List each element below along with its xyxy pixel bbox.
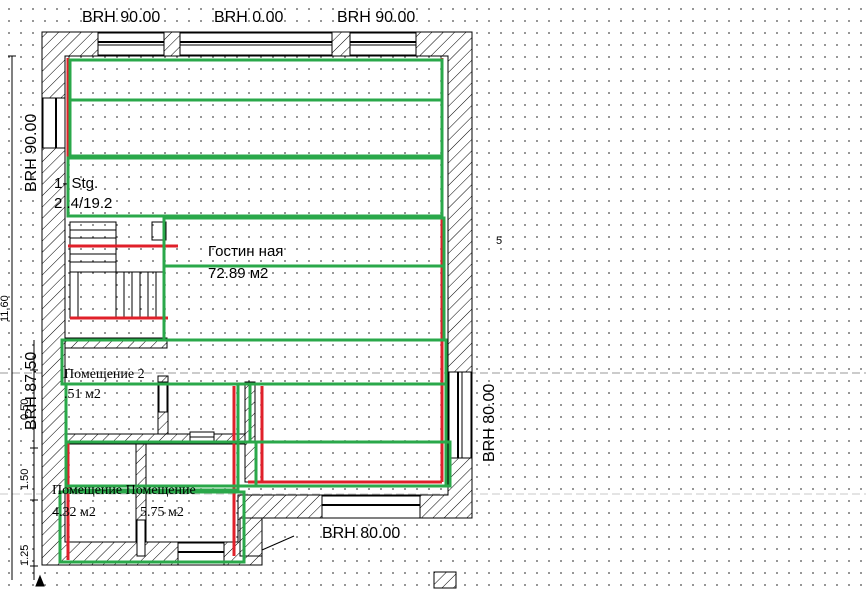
dim-a: 0.50 — [19, 399, 31, 420]
window-top-left[interactable] — [97, 32, 165, 56]
entrance-porch[interactable] — [239, 517, 295, 557]
window-top-right[interactable] — [349, 32, 417, 56]
room-2-area: .51 м2 — [64, 387, 101, 402]
window-bottom-small[interactable] — [177, 542, 225, 566]
room-stair-area: 2 .4/19.2 — [54, 195, 112, 212]
label-brh-left: BRH 90.00 — [23, 114, 40, 192]
window-right[interactable] — [448, 371, 472, 459]
legend-hatch-sample — [433, 571, 457, 589]
label-brh-top-left: BRH 90.00 — [82, 9, 160, 26]
edge-mark: 5 — [496, 235, 502, 247]
door-top-middle[interactable] — [179, 32, 333, 56]
room-stair-name: 1- Stg. — [54, 175, 98, 192]
dim-b: 1.50 — [19, 469, 31, 490]
label-brh-left-lower: BRH 87.50 — [23, 352, 40, 430]
dim-c: 1.25 — [19, 545, 31, 566]
staircase[interactable] — [69, 221, 167, 319]
room-2-name: Помещение 2 — [64, 367, 145, 382]
green-outlines — [58, 58, 452, 564]
label-brh-top-right: BRH 90.00 — [337, 9, 415, 26]
door-symbol-lower[interactable] — [136, 381, 168, 557]
label-brh-top-mid: BRH 0.00 — [214, 9, 283, 26]
room-living-area: 72.89 м2 — [208, 265, 268, 282]
label-brh-bottom: BRH 80.00 — [322, 525, 400, 542]
window-bottom[interactable] — [321, 495, 421, 519]
left-dimension-chain — [8, 55, 45, 587]
dim-total: 11.60 — [0, 295, 11, 322]
room-bottom-right-area: 5.75 м2 — [140, 505, 184, 520]
room-living-name: Гостин ная — [208, 243, 283, 260]
label-brh-right: BRH 80.00 — [481, 384, 498, 462]
window-left[interactable] — [42, 97, 66, 149]
room-bottom-names: Помещение Помещение — [52, 483, 196, 498]
room-bottom-left-area: 4.32 м2 — [52, 505, 96, 520]
